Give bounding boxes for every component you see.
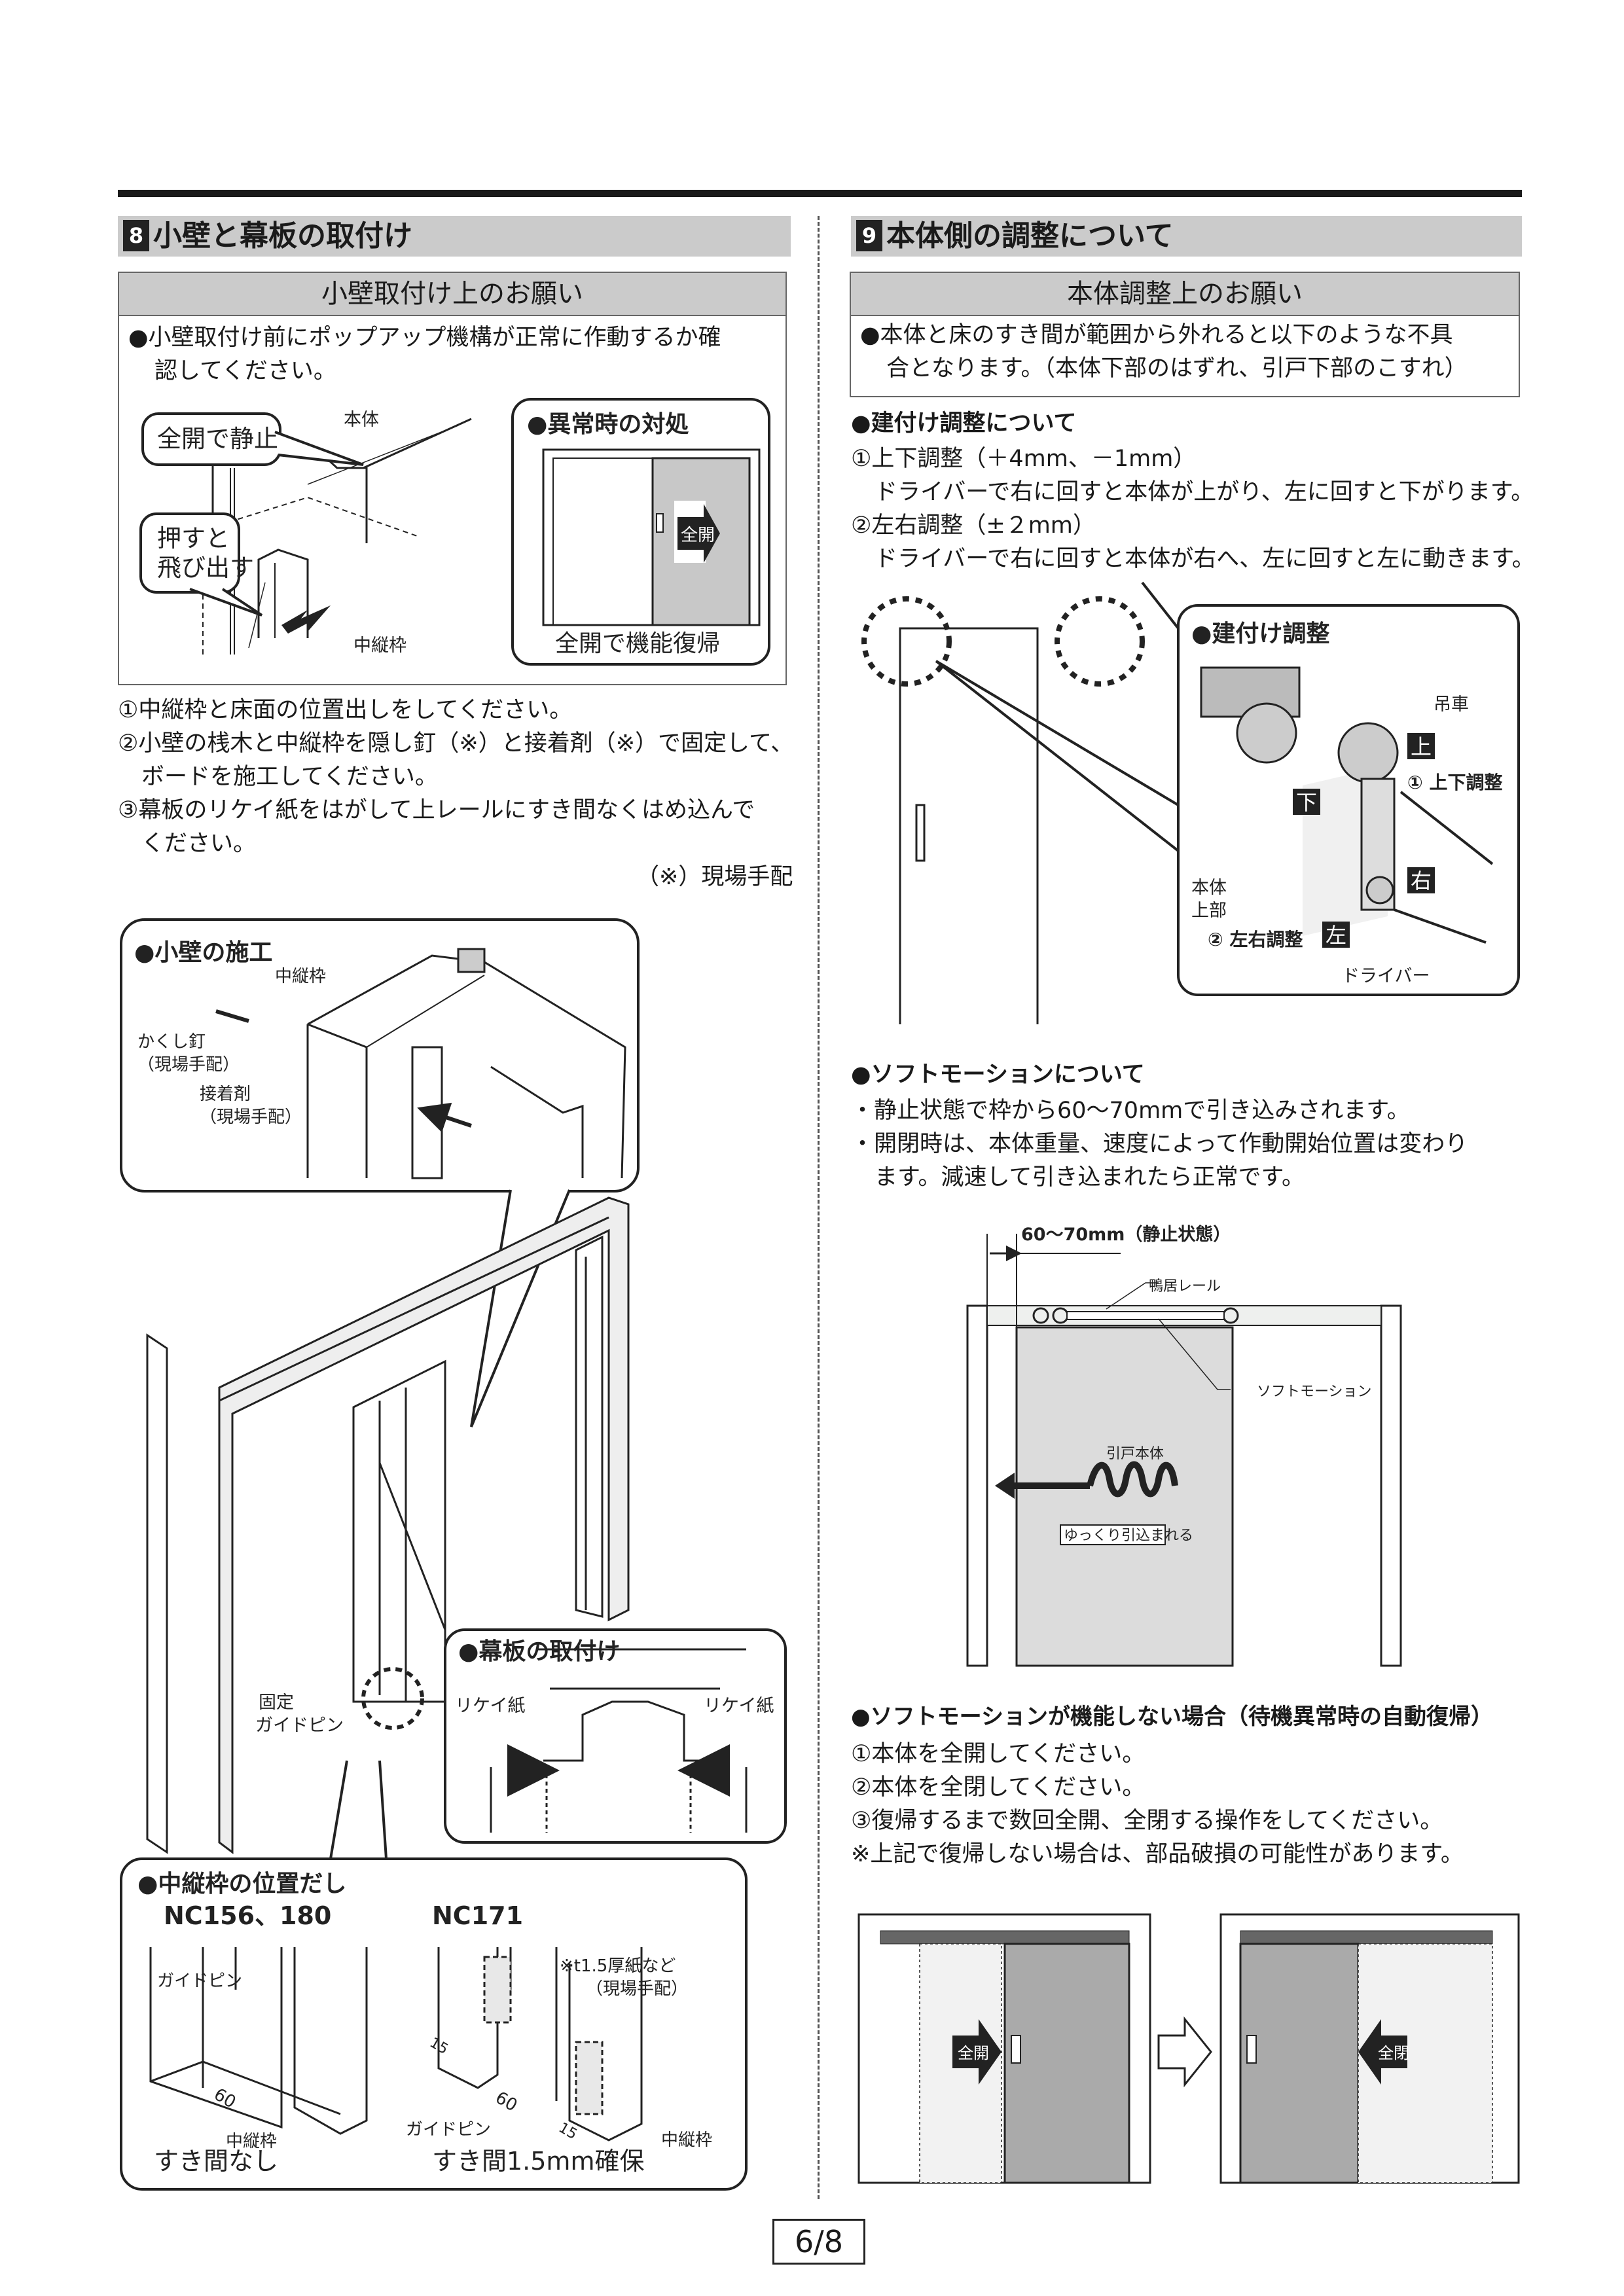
svg-text:すき間なし: すき間なし <box>154 2147 278 2176</box>
svg-text:すき間1.5mm確保: すき間1.5mm確保 <box>432 2147 644 2176</box>
svg-text:上部: 上部 <box>1191 901 1227 921</box>
soft-heading: ●ソフトモーションについて <box>851 1062 1145 1088</box>
step-2: ②小壁の桟木と中縦枠を隠し釘（※）と接着剤（※）で固定して、 <box>118 730 794 757</box>
adjust-line: ドライバーで右に回すと本体が上がり、左に回すと下がります。 <box>875 479 1534 505</box>
adjust-heading: ●建付け調整について <box>851 410 1077 437</box>
step-3: ③幕板のリケイ紙をはがして上レールにすき間なくはめ込んで <box>118 797 755 823</box>
callout-push-pops-out: 押すと 飛び出す <box>139 512 331 634</box>
svg-text:●建付け調整: ●建付け調整 <box>1191 620 1329 647</box>
section-number: 8 <box>123 220 149 251</box>
label-fixed: 固定 <box>259 1693 294 1713</box>
svg-text:60～70mm（静止状態）: 60～70mm（静止状態） <box>1021 1224 1231 1245</box>
fail-line: ③復帰するまで数回全開、全閉する操作をしてください。 <box>851 1808 1443 1834</box>
svg-text:左: 左 <box>1326 923 1346 948</box>
callout-tail <box>329 1760 388 1859</box>
svg-text:本体: 本体 <box>1191 878 1227 898</box>
soft-line: ます。減速して引き込まれたら正常です。 <box>875 1164 1305 1191</box>
softmotion-labels: 60～70mm（静止状態） 鴨居レール ソフトモーション 引戸本体 ゆっくり引込… <box>1021 1224 1372 1544</box>
notice-title: 本体調整上のお願い <box>851 273 1519 316</box>
notice-text-1: ●本体と床のすき間が範囲から外れると以下のような不具 <box>860 322 1453 348</box>
svg-text:① 上下調整: ① 上下調整 <box>1407 772 1502 793</box>
step-3-cont: ください。 <box>141 831 257 857</box>
softmotion-diagram <box>966 1234 1402 1667</box>
svg-text:ドライバー: ドライバー <box>1342 966 1430 986</box>
position-panel: ●中縦枠の位置だし NC156、180 NC171 ガイドピン ガイドピン 60… <box>120 1857 748 2191</box>
door-adjust-diagram <box>861 581 1520 1024</box>
svg-text:鴨居レール: 鴨居レール <box>1149 1278 1221 1295</box>
svg-text:ガイドピン: ガイドピン <box>406 2120 491 2140</box>
frame-3d-illustration <box>146 1196 630 1854</box>
svg-text:（現場手配）: （現場手配） <box>586 1979 688 1999</box>
recovery-illustration <box>857 1913 1520 2184</box>
top-rule <box>118 190 1522 197</box>
page-number: 6/8 <box>772 2219 865 2265</box>
label-body: 本体 <box>344 410 379 430</box>
svg-text:全開で機能復帰: 全開で機能復帰 <box>555 630 720 657</box>
label-midframe: 中縦枠 <box>353 636 406 656</box>
fail-line: ①本体を全開してください。 <box>851 1741 1146 1767</box>
notice-text-2: 認してください。 <box>154 358 336 384</box>
notice-box-body: 本体調整上のお願い ●本体と床のすき間が範囲から外れると以下のような不具 合とな… <box>850 272 1520 397</box>
adjust-panel-labels: ●建付け調整 吊車 上 ① 上下調整 下 右 左 ② 左右調整 本体 上部 ドラ… <box>1191 620 1502 986</box>
fail-line: ※上記で復帰しない場合は、部品破損の可能性があります。 <box>851 1841 1464 1867</box>
svg-text:ソフトモーション: ソフトモーション <box>1257 1384 1372 1400</box>
svg-text:※t1.5厚紙など: ※t1.5厚紙など <box>560 1956 676 1976</box>
step-2-cont: ボードを施工してください。 <box>141 764 438 790</box>
soft-line: ・開閉時は、本体重量、速度によって作動開始位置は変わり <box>851 1131 1468 1157</box>
svg-text:ガイドピン: ガイドピン <box>157 1971 242 1991</box>
svg-text:（現場手配）: （現場手配） <box>200 1107 302 1127</box>
svg-text:●中縦枠の位置だし: ●中縦枠の位置だし <box>137 1871 346 1897</box>
svg-text:リケイ紙: リケイ紙 <box>704 1696 774 1716</box>
svg-text:吊車: 吊車 <box>1434 694 1469 715</box>
fail-line: ②本体を全閉してください。 <box>851 1774 1146 1801</box>
svg-text:下: 下 <box>1296 790 1317 815</box>
svg-text:NC171: NC171 <box>432 1901 523 1930</box>
adjust-line: ①上下調整（＋4mm、－1mm） <box>851 446 1197 472</box>
svg-text:リケイ紙: リケイ紙 <box>455 1696 525 1716</box>
svg-text:全開: 全開 <box>681 526 715 545</box>
soft-line: ・静止状態で枠から60～70mmで引き込みされます。 <box>851 1098 1410 1124</box>
adjust-line: ドライバーで右に回すと本体が右へ、左に回すと左に動きます。 <box>875 546 1535 572</box>
open-label: 全開 <box>958 2044 989 2062</box>
svg-text:引戸本体: 引戸本体 <box>1106 1446 1164 1462</box>
svg-text:中縦枠: 中縦枠 <box>226 2132 277 2151</box>
svg-text:飛び出す: 飛び出す <box>157 554 254 582</box>
valance-panel: ●幕板の取付け リケイ紙 リケイ紙 <box>444 1628 787 1844</box>
svg-text:中縦枠: 中縦枠 <box>661 2130 712 2150</box>
notice-box-wall: 小壁取付け上のお願い ●小壁取付け前にポップアップ機構が正常に作動するか確 認し… <box>118 272 787 685</box>
svg-text:接着剤: 接着剤 <box>200 1085 251 1104</box>
section-number: 9 <box>856 220 882 251</box>
svg-text:●異常時の対処: ●異常時の対処 <box>527 411 689 438</box>
close-label: 全閉 <box>1378 2044 1409 2062</box>
svg-text:全開で静止: 全開で静止 <box>157 425 278 453</box>
svg-text:② 左右調整: ② 左右調整 <box>1208 929 1303 950</box>
section-title: 小壁と幕板の取付け <box>153 219 412 253</box>
callout-full-open-stop: 全開で静止 <box>141 412 364 466</box>
svg-text:かくし釘: かくし釘 <box>137 1032 206 1052</box>
notice-title: 小壁取付け上のお願い <box>119 273 785 316</box>
step-1: ①中縦枠と床面の位置出しをしてください。 <box>118 697 573 723</box>
svg-text:●幕板の取付け: ●幕板の取付け <box>458 1638 620 1665</box>
abnormal-panel: ●異常時の対処 全開 全開で機能復帰 <box>511 398 770 666</box>
svg-text:ゆっくり引込まれる: ゆっくり引込まれる <box>1064 1528 1193 1544</box>
label-guide-pin: ガイドピン <box>255 1715 344 1736</box>
notice-text-2: 合となります。（本体下部のはずれ、引戸下部のこすれ） <box>886 355 1468 382</box>
svg-text:押すと: 押すと <box>157 524 230 552</box>
svg-text:NC156、180: NC156、180 <box>164 1901 331 1930</box>
svg-text:●小壁の施工: ●小壁の施工 <box>134 939 272 966</box>
svg-text:中縦枠: 中縦枠 <box>275 967 326 986</box>
wall-construction-panel: ●小壁の施工 中縦枠 かくし釘 （現場手配） 接着剤 （現場手配） <box>120 918 640 1193</box>
section-title: 本体側の調整について <box>886 219 1174 253</box>
svg-text:（現場手配）: （現場手配） <box>137 1055 240 1075</box>
svg-text:上: 上 <box>1411 734 1432 759</box>
notice-text-1: ●小壁取付け前にポップアップ機構が正常に作動するか確 <box>128 325 721 351</box>
svg-text:右: 右 <box>1411 869 1432 893</box>
column-divider <box>818 216 820 2199</box>
adjust-line: ②左右調整（±２mm） <box>851 512 1096 539</box>
fail-heading: ●ソフトモーションが機能しない場合（待機異常時の自動復帰） <box>851 1704 1493 1730</box>
footnote: （※）現場手配 <box>636 864 793 890</box>
